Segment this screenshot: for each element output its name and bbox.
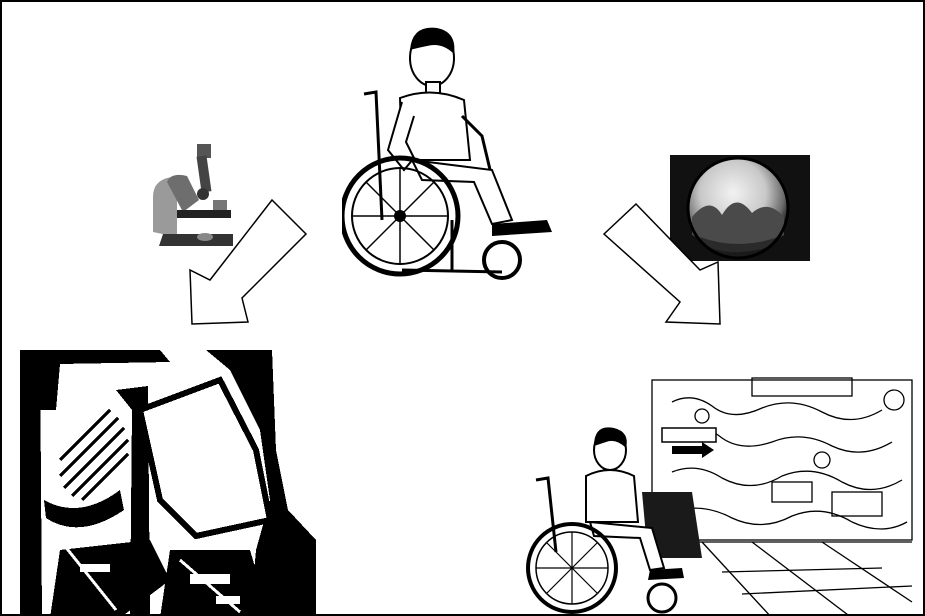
arrow-down-left-icon <box>182 194 312 329</box>
wheelchair-user-figure <box>342 20 562 288</box>
zoomed-wheelchair-detail <box>20 350 316 616</box>
wheelchair-user-at-store-entrance <box>522 372 922 616</box>
wheelchair-user-illustration <box>342 20 562 288</box>
entrance-sign <box>662 428 716 458</box>
entrance-sign-text: ENTRANCE <box>2 2 3 3</box>
arrow-down-right-icon <box>600 198 730 328</box>
